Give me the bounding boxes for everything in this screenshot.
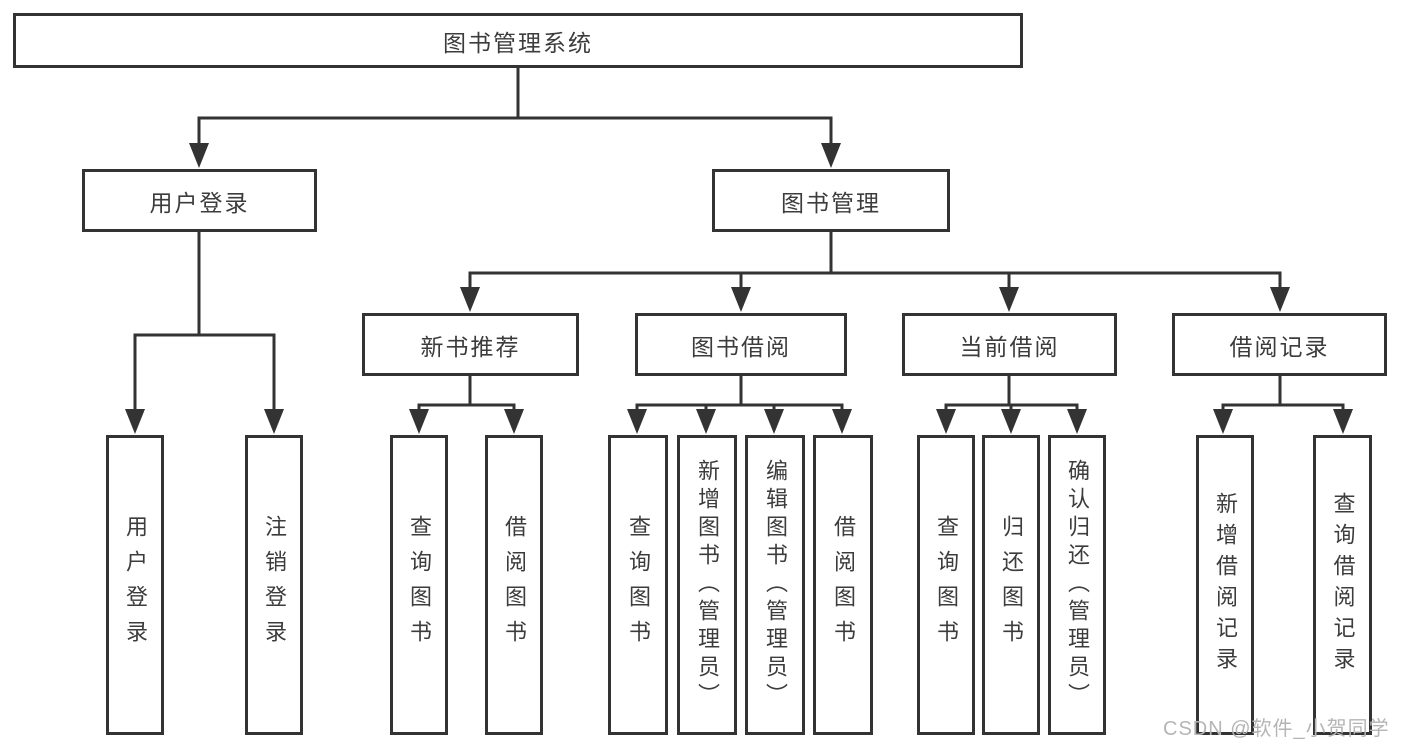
node-book-management: 图书管理: [712, 169, 950, 232]
node-borrow-records: 借阅记录: [1172, 313, 1387, 376]
node-label: 新增图书（管理员）: [695, 459, 720, 711]
leaf-logout: 注销登录: [245, 435, 303, 735]
node-user-login: 用户登录: [82, 169, 317, 232]
node-label: 借阅记录: [1229, 333, 1330, 360]
node-book-borrow: 图书借阅: [635, 313, 847, 376]
node-label: 注销登录: [262, 515, 287, 655]
node-label: 编辑图书（管理员）: [763, 459, 788, 711]
node-new-book-recommend: 新书推荐: [362, 313, 579, 376]
leaf-borrow-books-2: 借阅图书: [813, 435, 873, 735]
node-current-borrow: 当前借阅: [902, 313, 1117, 376]
node-label: 查询借阅记录: [1330, 492, 1356, 678]
node-label: 归还图书: [999, 515, 1024, 655]
leaf-query-borrow-record: 查询借阅记录: [1313, 435, 1372, 735]
node-label: 当前借阅: [959, 333, 1060, 360]
arrowheads: [125, 143, 1353, 434]
node-label: 用户登录: [123, 515, 148, 655]
node-label: 借阅图书: [502, 515, 527, 655]
node-label: 确认归还（管理员）: [1065, 459, 1090, 711]
node-label: 查询图书: [407, 515, 432, 655]
leaf-borrow-books-1: 借阅图书: [485, 435, 543, 735]
node-label: 新增借阅记录: [1213, 492, 1238, 678]
watermark: CSDN @软件_小贺同学: [1163, 718, 1390, 740]
leaf-confirm-return-admin: 确认归还（管理员）: [1048, 435, 1106, 735]
node-label: 图书管理系统: [443, 29, 593, 56]
node-label: 新书推荐: [420, 333, 521, 360]
leaf-query-books-2: 查询图书: [608, 435, 668, 735]
leaf-return-books: 归还图书: [982, 435, 1040, 735]
node-label: 用户登录: [149, 189, 250, 216]
leaf-query-books-3: 查询图书: [917, 435, 975, 735]
leaf-user-login: 用户登录: [106, 435, 164, 735]
node-label: 查询图书: [626, 515, 651, 655]
node-label: 图书管理: [781, 189, 881, 216]
node-book-management-system: 图书管理系统: [13, 13, 1023, 68]
node-label: 借阅图书: [831, 515, 856, 655]
leaf-add-borrow-record: 新增借阅记录: [1196, 435, 1254, 735]
node-label: 图书借阅: [691, 333, 791, 360]
leaf-add-book-admin: 新增图书（管理员）: [677, 435, 737, 735]
leaf-query-books-1: 查询图书: [390, 435, 448, 735]
node-label: 查询图书: [934, 515, 959, 655]
leaf-edit-book-admin: 编辑图书（管理员）: [745, 435, 805, 735]
